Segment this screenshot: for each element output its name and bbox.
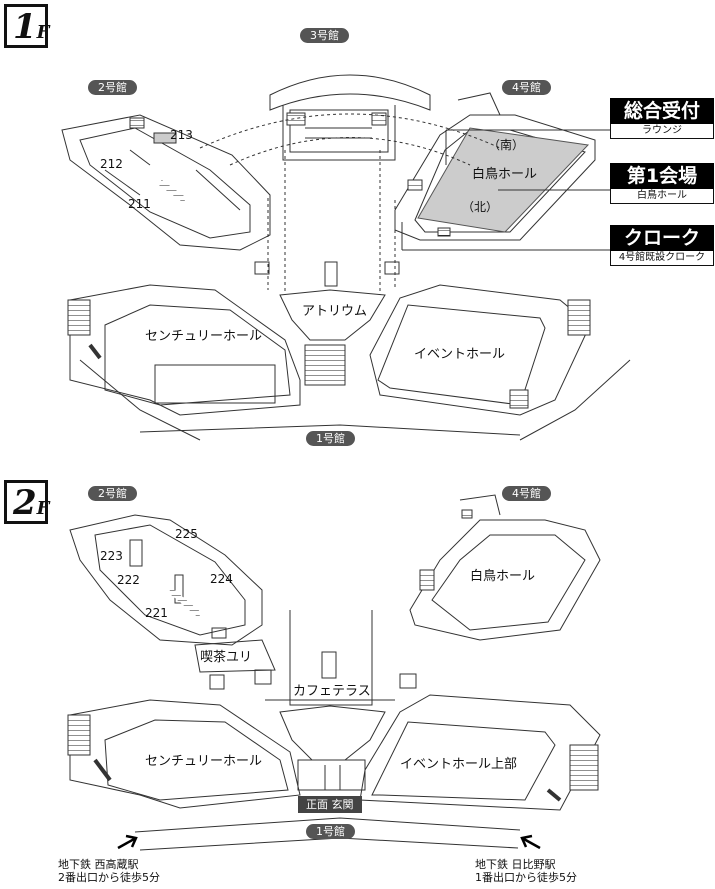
- f1-callout-cloak-title: クローク: [610, 225, 714, 251]
- f1-callout-venue1-subtitle: 白鳥ホール: [610, 189, 714, 204]
- f1-callout-venue1-title: 第1会場: [610, 163, 714, 189]
- f1-room-212: 212: [100, 157, 123, 171]
- f1-floor-number: 1: [13, 7, 37, 47]
- f2-floor-suffix: F: [36, 498, 50, 519]
- f2-hakucho-hall-label: 白鳥ホール: [470, 569, 536, 584]
- f2-floor-number: 2: [13, 483, 37, 523]
- f1-callout-reception-title: 総合受付: [610, 98, 714, 124]
- f2-entrance-arrows: [117, 834, 541, 850]
- f1-corridors: [199, 113, 501, 295]
- f1-event-hall-outline: [369, 284, 591, 416]
- f1-hakucho-south-label: （南）: [488, 138, 525, 152]
- f2-century-hall-outline: [67, 699, 301, 809]
- f2-station-hibino-name: 地下鉄 日比野駅: [475, 858, 556, 871]
- f1-hakucho-hall-label: 白鳥ホール: [472, 167, 538, 182]
- f2-event-hall-upper-label: イベントホール上部: [400, 757, 518, 772]
- f2-station-hibino: 地下鉄 日比野駅 1番出口から徒歩5分: [475, 858, 577, 884]
- f1-callout-cloak: クローク 4号館既設クローク: [610, 225, 714, 266]
- f1-plaza-edges: [79, 359, 631, 441]
- f1-floor-suffix: F: [36, 22, 50, 43]
- f2-room-224: 224: [210, 572, 233, 586]
- f2-room-223: 223: [100, 549, 123, 563]
- f2-building2-label: 2号館: [88, 486, 137, 501]
- f2-room-222: 222: [117, 573, 140, 587]
- f2-corridor: [265, 610, 417, 706]
- f2-building4-label: 4号館: [502, 486, 551, 501]
- f2-century-hall-label: センチュリーホール: [145, 754, 263, 769]
- f2-building2-outline: [69, 514, 263, 646]
- f1-callout-leaders: [401, 129, 614, 251]
- f1-atrium-label: アトリウム: [302, 304, 368, 319]
- f2-building4-outline: [409, 494, 601, 641]
- f1-atrium-outline: [254, 261, 400, 386]
- f1-century-hall-outline: [67, 284, 301, 416]
- f2-station-hibino-walk: 1番出口から徒歩5分: [475, 871, 577, 884]
- f2-event-hall-outline: [359, 694, 601, 811]
- f2-atrium-outline: [279, 705, 386, 791]
- f2-cafe-yuri-outline: [194, 639, 276, 690]
- f1-building1-label: 1号館: [306, 431, 355, 446]
- f1-callout-cloak-subtitle: 4号館既設クローク: [610, 251, 714, 266]
- f1-callout-venue1: 第1会場 白鳥ホール: [610, 163, 714, 204]
- f1-building2-label: 2号館: [88, 80, 137, 95]
- f2-room-221: 221: [145, 606, 168, 620]
- f1-building4-label: 4号館: [502, 80, 551, 95]
- f2-station-nishitakakura-name: 地下鉄 西高蔵駅: [58, 858, 139, 871]
- f2-room-225: 225: [175, 527, 198, 541]
- f1-building2-outline: [61, 114, 271, 251]
- f2-main-entrance-label: 正面 玄関: [298, 796, 362, 813]
- f1-hakucho-north-label: （北）: [462, 200, 499, 214]
- f2-cafe-terrace-label: カフェテラス: [293, 684, 371, 699]
- f2-station-nishitakakura: 地下鉄 西高蔵駅 2番出口から徒歩5分: [58, 858, 160, 884]
- f1-event-hall-label: イベントホール: [414, 347, 506, 362]
- f1-century-hall-label: センチュリーホール: [145, 329, 263, 344]
- f1-callout-reception: 総合受付 ラウンジ: [610, 98, 714, 139]
- f2-floor-badge: 2F: [4, 480, 50, 524]
- f2-station-nishitakakura-walk: 2番出口から徒歩5分: [58, 871, 160, 884]
- f2-cafe-yuri-label: 喫茶ユリ: [200, 650, 253, 665]
- f1-floor-badge: 1F: [4, 4, 50, 48]
- f1-building3-outline: [269, 74, 431, 161]
- f1-callout-reception-subtitle: ラウンジ: [610, 124, 714, 139]
- f1-room-211: 211: [128, 197, 151, 211]
- f1-building3-label: 3号館: [300, 28, 349, 43]
- f1-room-213: 213: [170, 128, 193, 142]
- f2-building1-label: 1号館: [306, 824, 355, 839]
